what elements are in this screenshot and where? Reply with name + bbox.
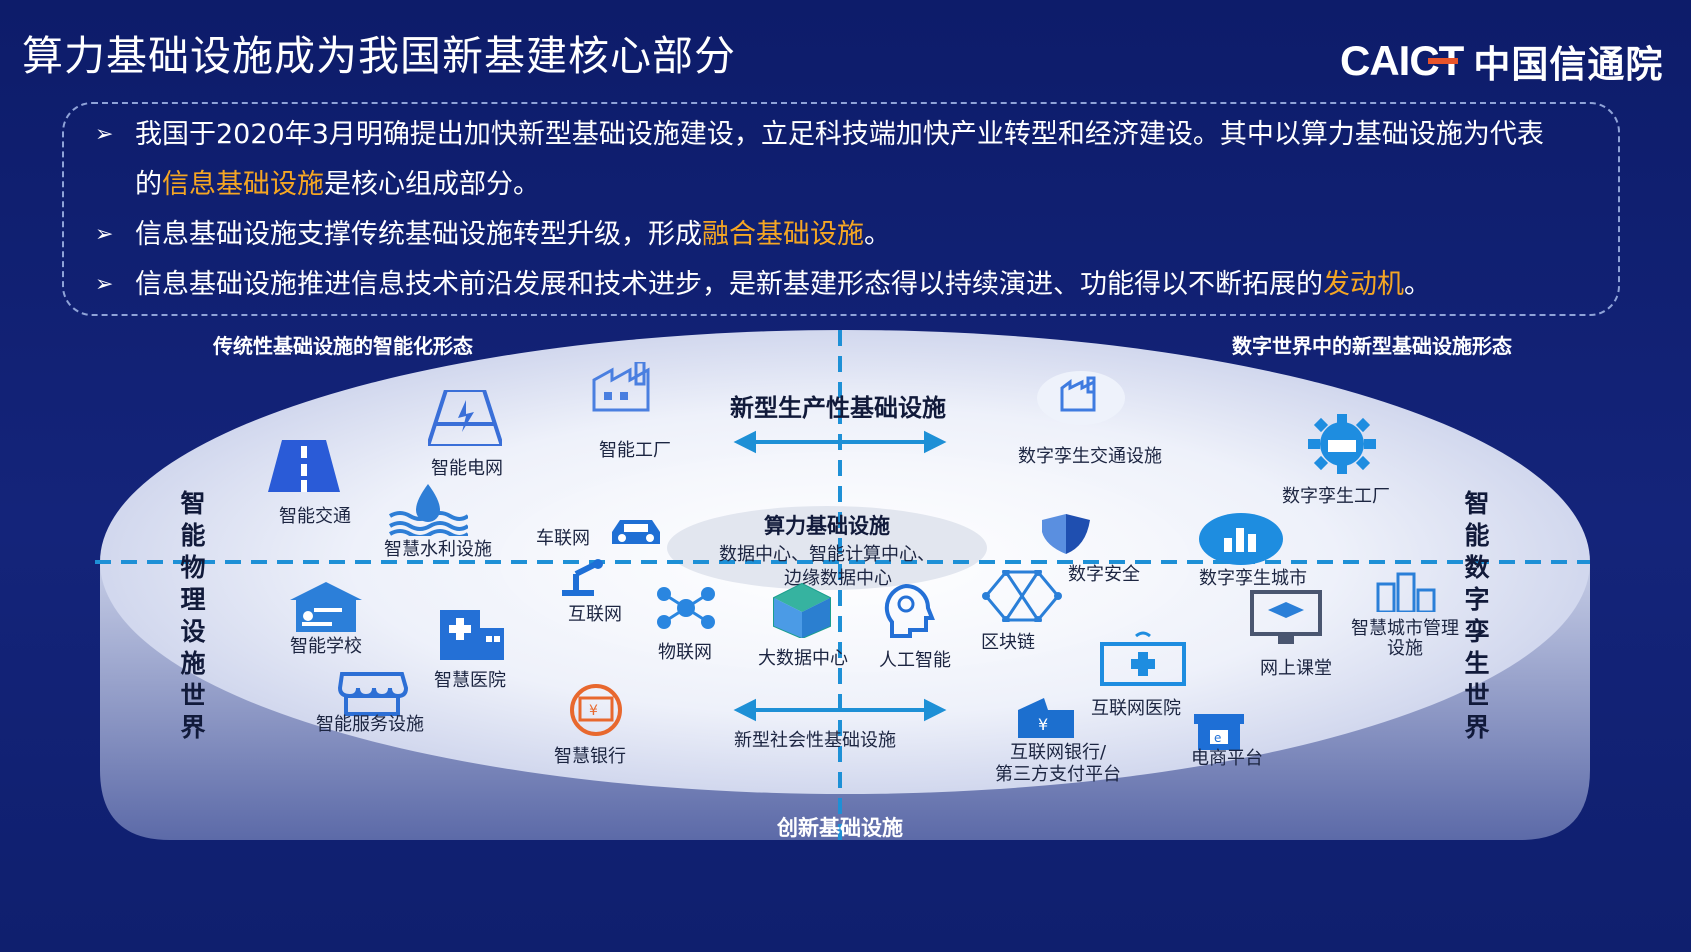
internet-hospital-icon [1100,631,1186,686]
car-icon [612,520,660,544]
robot-arm-icon [562,559,603,596]
bullet-3-text: 信息基础设施推进信息技术前沿发展和技术进步，是新基建形态得以持续演进、功能得以不… [135,269,1431,300]
bullet-2-text: 信息基础设施支撑传统基础设施转型升级，形成融合基础设施。 [135,219,891,250]
label-digital-security: 数字安全 [1068,564,1140,585]
water-icon [388,484,468,536]
core-ellipse [667,506,987,590]
left-vertical-label: 智能物理设施世界 [180,489,206,742]
hospital-icon [440,610,504,660]
factory-icon [592,362,650,412]
label-twin-city: 数字孪生城市 [1199,568,1307,589]
label-ecommerce: 电商平台 [1191,748,1263,769]
road-icon [268,440,340,492]
cube-icon [773,582,831,638]
ai-head-icon [884,583,935,638]
top-center-label: 新型生产性基础设施 [730,394,946,422]
bullet-box [62,102,1620,316]
arrow-icon: ➢ [95,222,114,247]
twin-transport-icon [1037,371,1125,425]
right-vertical-label: 智能数字孪生世界 [1464,489,1490,742]
bottom-center-label: 新型社会性基础设施 [734,730,896,751]
blockchain-icon [982,570,1062,622]
label-internet-bank-1: 互联网银行/ [1009,742,1107,763]
bullet-1-text: 我国于2020年3月明确提出加快新型基础设施建设，立足科技端加快产业转型和经济建… [135,119,1544,150]
label-internet-hospital: 互联网医院 [1091,698,1181,719]
label-blockchain: 区块链 [981,632,1035,653]
store-icon [337,672,408,716]
infrastructure-diagram: 传统性基础设施的智能化形态 数字世界中的新型基础设施形态 智能物理设施世界 智能… [0,330,1691,952]
caict-logo: CAICT 中国信通院 [1340,36,1663,86]
online-class-icon [1250,590,1322,644]
label-smart-hospital: 智慧医院 [434,670,506,691]
core-title: 算力基础设施 [764,514,890,538]
label-iot: 物联网 [658,642,712,663]
logo-chinese: 中国信通院 [1473,43,1664,86]
svg-text:¥: ¥ [1038,715,1048,734]
svg-text:¥: ¥ [589,703,598,719]
label-online-class: 网上课堂 [1260,658,1332,679]
svg-text:e: e [1214,731,1221,745]
iot-icon [657,587,715,629]
ecommerce-icon: e [1194,714,1244,750]
label-smart-factory: 智能工厂 [599,440,671,461]
label-smart-school: 智能学校 [290,636,362,657]
payment-icon: ¥ [1018,698,1074,738]
bullet-1-highlight: 信息基础设施 [162,169,324,200]
label-internet: 互联网 [568,604,622,625]
top-left-label: 传统性基础设施的智能化形态 [213,334,473,358]
label-twin-transport: 数字孪生交通设施 [1018,446,1162,467]
gear-icon [1308,414,1376,474]
bank-icon: ¥ [570,684,622,736]
label-iov: 车联网 [536,528,590,549]
power-grid-icon [428,390,502,446]
top-double-arrow [733,430,947,454]
twin-city-icon [1199,513,1283,565]
bullet-2-highlight: 融合基础设施 [702,219,864,250]
label-internet-bank-2: 第三方支付平台 [995,764,1121,785]
base-label: 创新基础设施 [777,816,903,840]
shield-icon [1042,514,1090,554]
label-ai: 人工智能 [879,650,951,671]
school-icon [290,582,362,632]
label-smart-water: 智慧水利设施 [384,539,492,560]
logo-accent-bar [1428,58,1458,64]
label-smart-service: 智能服务设施 [316,714,424,735]
bullet-3-highlight: 发动机 [1323,269,1404,300]
diagram-shapes [95,330,1590,850]
arrow-icon: ➢ [95,122,114,147]
top-right-label: 数字世界中的新型基础设施形态 [1232,334,1512,358]
page-title: 算力基础设施成为我国新基建核心部分 [22,32,736,80]
arrow-icon: ➢ [95,272,114,297]
label-city-mgmt-2: 设施 [1387,638,1423,659]
logo-english: CAICT [1340,37,1464,84]
label-city-mgmt-1: 智慧城市管理 [1351,618,1459,639]
core-line-2: 边缘数据中心 [784,568,892,589]
label-smart-grid: 智能电网 [431,458,503,479]
core-line-1: 数据中心、智能计算中心、 [719,544,935,565]
label-smart-bank: 智慧银行 [554,746,626,767]
city-mgmt-icon [1376,572,1436,612]
label-twin-factory: 数字孪生工厂 [1282,486,1390,507]
label-smart-traffic: 智能交通 [279,506,351,527]
bullet-1-text-cont: 的信息基础设施是核心组成部分。 [135,169,540,200]
bottom-double-arrow [733,698,947,722]
label-big-data-center: 大数据中心 [758,648,848,669]
